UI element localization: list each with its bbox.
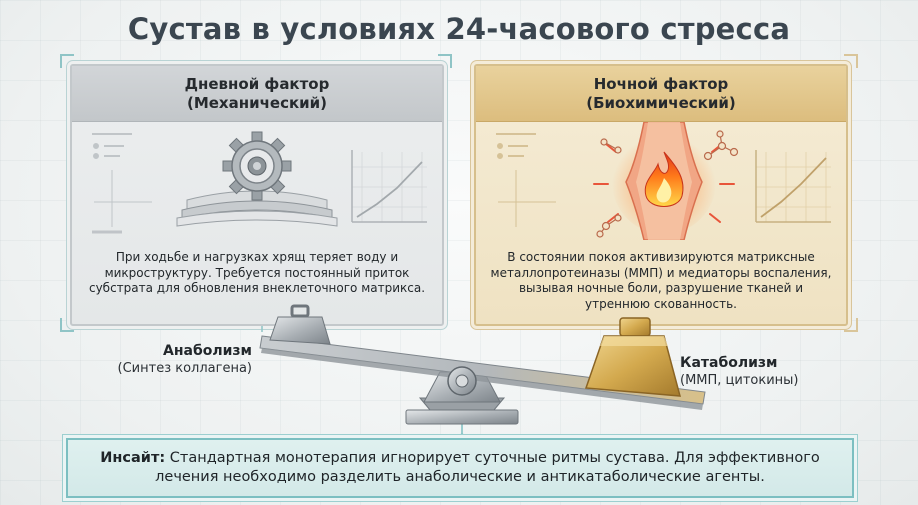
- catabolism-label: Катаболизм (ММП, цитокины): [680, 354, 830, 390]
- day-factor-illustration: [92, 131, 427, 234]
- anabolism-label: Анаболизм (Синтез коллагена): [112, 342, 252, 378]
- flame-icon: [644, 151, 684, 207]
- night-factor-panel: Ночной фактор (Биохимический): [474, 64, 848, 326]
- insight-label: Инсайт:: [100, 450, 166, 466]
- corner-bracket: [60, 54, 74, 68]
- day-factor-panel: Дневной фактор (Механический): [70, 64, 444, 326]
- decor-left-marks: [92, 133, 152, 234]
- night-factor-title: Ночной фактор: [593, 74, 729, 93]
- molecule-icon: [596, 130, 739, 238]
- insight-box: Инсайт: Стандартная монотерапия игнориру…: [66, 438, 854, 498]
- corner-bracket: [438, 54, 452, 68]
- gear-icon: [222, 131, 292, 201]
- night-factor-illustration: [496, 122, 831, 240]
- chart-icon: [351, 150, 427, 223]
- decor-left-marks: [496, 133, 556, 227]
- night-factor-header: Ночной фактор (Биохимический): [476, 66, 846, 122]
- day-factor-description: При ходьбе и нагрузках хрящ теряет воду …: [88, 250, 426, 295]
- anabolism-subtitle: (Синтез коллагена): [117, 361, 252, 376]
- day-factor-header: Дневной фактор (Механический): [72, 66, 442, 122]
- corner-bracket: [60, 318, 74, 332]
- day-factor-subtitle: (Механический): [186, 93, 328, 112]
- catabolism-title: Катаболизм: [680, 355, 778, 371]
- page-title: Сустав в условиях 24-часового стресса: [127, 12, 791, 46]
- night-factor-subtitle: (Биохимический): [586, 93, 736, 112]
- cartilage-icon: [176, 190, 338, 227]
- catabolism-subtitle: (ММП, цитокины): [680, 373, 799, 388]
- anabolism-title: Анаболизм: [163, 343, 252, 359]
- day-factor-title: Дневной фактор: [184, 74, 330, 93]
- insight-text: Стандартная монотерапия игнорирует суточ…: [155, 450, 820, 485]
- corner-bracket: [844, 318, 858, 332]
- insight-content: Инсайт: Стандартная монотерапия игнориру…: [90, 449, 830, 487]
- night-factor-description: В состоянии покоя активизируются матрикс…: [490, 250, 832, 311]
- chart-icon: [755, 150, 831, 223]
- corner-bracket: [844, 54, 858, 68]
